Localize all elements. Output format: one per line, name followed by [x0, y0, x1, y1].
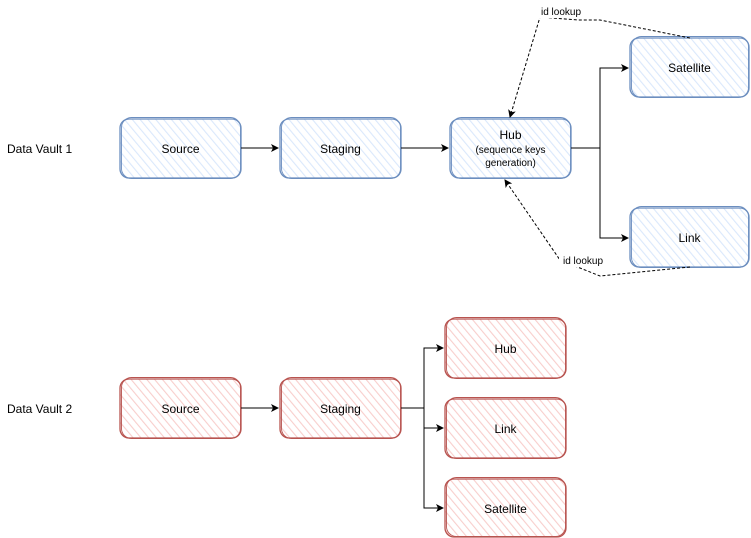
vault2-row-label: Data Vault 2	[7, 402, 72, 416]
vault1-lookup-top-bg	[537, 6, 585, 18]
vault2-edge-staging-hub	[401, 344, 444, 409]
vault1-edge-hub-satellite	[571, 64, 629, 149]
vault2-satellite-node[interactable]: Satellite	[444, 477, 567, 538]
vault1-hub-note-line2: generation)	[485, 158, 536, 169]
vault1-link-node[interactable]: Link	[629, 206, 750, 268]
vault1-hub-label: Hub	[499, 128, 521, 142]
vault1-hub-node[interactable]: Hub (sequence keys generation)	[449, 117, 572, 179]
vault2-staging-label: Staging	[320, 402, 361, 416]
vault1-hub-note-line1: (sequence keys	[475, 145, 545, 156]
vault1-row-label: Data Vault 1	[7, 142, 72, 156]
vault1-staging-label: Staging	[320, 142, 361, 156]
vault2-source-node[interactable]: Source	[119, 377, 242, 439]
vault1-link-label: Link	[678, 231, 701, 245]
vault2-staging-node[interactable]: Staging	[279, 377, 402, 439]
vault1-lookup-edge-top	[508, 16, 691, 118]
vault2-link-label: Link	[494, 422, 517, 436]
vault1-satellite-node[interactable]: Satellite	[629, 36, 750, 98]
vault1-lookup-top-label: id lookup	[541, 7, 581, 18]
vault2-source-label: Source	[161, 402, 199, 416]
vault1-satellite-label: Satellite	[668, 61, 711, 75]
vault1-source-label: Source	[161, 142, 199, 156]
vault1-lookup-bottom-label: id lookup	[563, 256, 603, 267]
vault2-edge-staging-link	[423, 408, 444, 432]
vault2-link-node[interactable]: Link	[444, 397, 567, 459]
vault1-source-node[interactable]: Source	[119, 117, 242, 179]
vault2-hub-node[interactable]: Hub	[444, 317, 567, 379]
vault2-satellite-label: Satellite	[484, 502, 527, 516]
vault1-edge-hub-link	[599, 148, 629, 242]
vault2-edge-staging-satellite	[423, 428, 444, 512]
vault1-lookup-edge-bottom	[504, 179, 691, 277]
vault1-lookup-bottom-bg	[559, 255, 607, 267]
vault2-hub-label: Hub	[494, 342, 516, 356]
vault1-staging-node[interactable]: Staging	[279, 117, 402, 179]
